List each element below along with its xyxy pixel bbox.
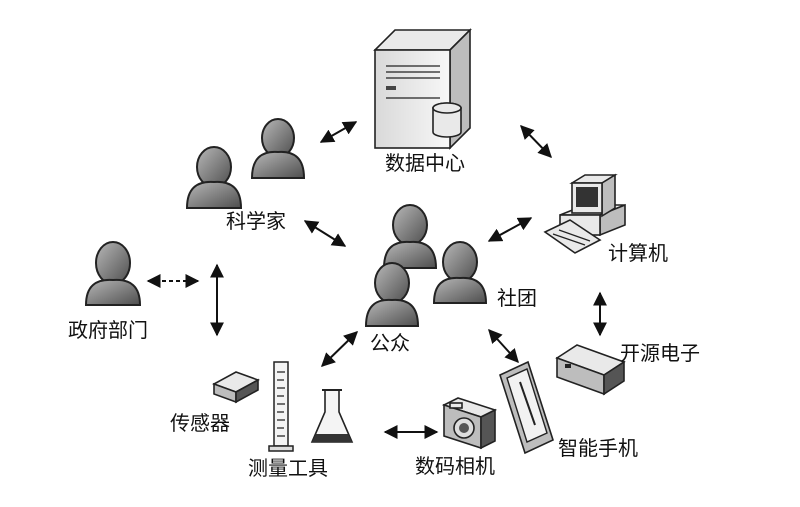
scientist-icon	[250, 118, 306, 179]
public-person-icon	[364, 262, 420, 327]
flask-icon	[310, 389, 354, 443]
open-source-label: 开源电子	[620, 341, 700, 365]
scientists-label: 科学家	[226, 209, 286, 233]
data-center-label: 数据中心	[385, 151, 465, 175]
measuring-tools-label: 测量工具	[248, 456, 328, 480]
smartphone-icon	[499, 360, 554, 455]
smartphone-label: 智能手机	[558, 436, 638, 460]
arrow-scientists-public	[303, 220, 347, 247]
government-person-icon	[84, 241, 142, 306]
arrow-public-sensors	[320, 331, 359, 367]
government-label: 政府部门	[68, 318, 148, 342]
camera-label: 数码相机	[415, 454, 495, 478]
scientist-icon	[185, 146, 243, 209]
graduated-cylinder-icon	[268, 361, 294, 452]
arrow-datacenter-computer	[520, 124, 552, 159]
computer-label: 计算机	[608, 241, 668, 265]
sensor-icon	[212, 371, 260, 404]
open-source-board-icon	[555, 344, 626, 396]
arrow-scientists-datacenter	[319, 121, 358, 143]
community-label: 社团	[497, 286, 537, 310]
arrow-computer-community	[487, 217, 533, 242]
sensor-label: 传感器	[170, 411, 230, 435]
server-icon	[373, 28, 472, 150]
public-person-icon	[382, 204, 438, 269]
camera-icon	[441, 397, 498, 450]
arrow-community-smartphone	[488, 328, 519, 364]
computer-icon	[543, 173, 626, 254]
community-person-icon	[432, 241, 488, 304]
public-label: 公众	[370, 331, 410, 355]
